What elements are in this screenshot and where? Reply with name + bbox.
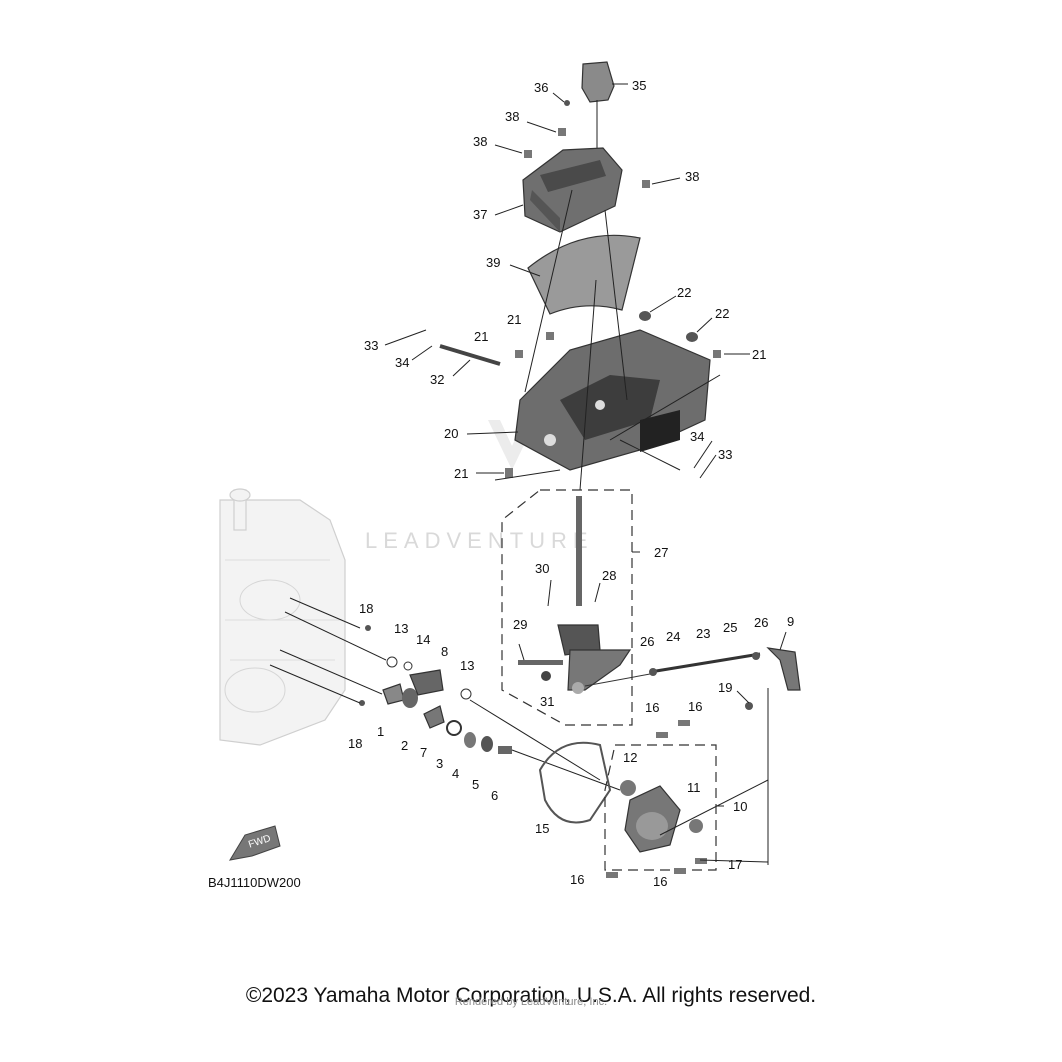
callout-39: 39 — [486, 255, 500, 270]
callout-14: 14 — [416, 632, 430, 647]
callout-27: 27 — [654, 545, 668, 560]
shift-bracket — [514, 329, 711, 471]
callout-3: 3 — [436, 756, 443, 771]
engine-block-ghost — [219, 488, 346, 746]
callout-28: 28 — [602, 568, 616, 583]
callout-21: 21 — [752, 347, 766, 362]
callout-38: 38 — [473, 134, 487, 149]
bumpers-22 — [639, 311, 698, 342]
callout-36: 36 — [534, 80, 548, 95]
callout-16: 16 — [645, 700, 659, 715]
callout-38: 38 — [685, 169, 699, 184]
engine-leaders — [269, 597, 621, 791]
callout-37: 37 — [473, 207, 487, 222]
callout-8: 8 — [441, 644, 448, 659]
screw-36 — [564, 100, 570, 106]
callout-26: 26 — [754, 615, 768, 630]
callout-34: 34 — [395, 355, 409, 370]
callout-7: 7 — [420, 745, 427, 760]
bolts-21 — [505, 332, 721, 478]
fwd-arrow: FWD — [229, 825, 281, 861]
callout-9: 9 — [787, 614, 794, 629]
callout-35: 35 — [632, 78, 646, 93]
callout-6: 6 — [491, 788, 498, 803]
bolts-38 — [524, 128, 650, 188]
rendered-by-notice: Rendered by LeadVenture, Inc. — [454, 996, 608, 1008]
assembly-10-outline — [604, 744, 717, 871]
callout-31: 31 — [540, 694, 554, 709]
assembly-leaders — [494, 189, 721, 491]
callout-11: 11 — [687, 780, 701, 795]
callout-24: 24 — [666, 629, 680, 644]
watermark-text: LEADVENTURE — [365, 528, 594, 553]
callout-26: 26 — [640, 634, 654, 649]
callout-22: 22 — [677, 285, 691, 300]
callout-13: 13 — [460, 658, 474, 673]
right-leaders — [659, 688, 769, 865]
callout-17: 17 — [728, 857, 742, 872]
callout-33: 33 — [718, 447, 732, 462]
callout-1: 1 — [377, 724, 384, 739]
callout-25: 25 — [723, 620, 737, 635]
callout-21: 21 — [474, 329, 488, 344]
callout-29: 29 — [513, 617, 527, 632]
shift-knob — [581, 61, 628, 150]
callout-leaders — [384, 92, 787, 704]
callout-22: 22 — [715, 306, 729, 321]
callout-32: 32 — [430, 372, 444, 387]
callout-21: 21 — [454, 466, 468, 481]
gasket-15 — [538, 741, 612, 824]
shift-lever-cover — [522, 147, 623, 233]
callout-38: 38 — [505, 109, 519, 124]
copyright-notice: ©2023 Yamaha Motor Corporation, U.S.A. A… — [245, 984, 817, 1007]
callout-19: 19 — [718, 680, 732, 695]
diagram-code: B4J1110DW200 — [208, 875, 301, 890]
callout-12: 12 — [623, 750, 637, 765]
callout-33: 33 — [364, 338, 378, 353]
callout-2: 2 — [401, 738, 408, 753]
callout-16: 16 — [688, 699, 702, 714]
callout-16: 16 — [653, 874, 667, 889]
callout-30: 30 — [535, 561, 549, 576]
shift-shaft-parts — [359, 625, 512, 754]
callout-13: 13 — [394, 621, 408, 636]
shift-rod-23 — [584, 647, 801, 710]
callout-4: 4 — [452, 766, 459, 781]
callout-15: 15 — [535, 821, 549, 836]
callout-34: 34 — [690, 429, 704, 444]
callout-20: 20 — [444, 426, 458, 441]
callout-18: 18 — [359, 601, 373, 616]
callout-23: 23 — [696, 626, 710, 641]
callout-16: 16 — [570, 872, 584, 887]
shaft-32 — [439, 344, 501, 366]
callout-18: 18 — [348, 736, 362, 751]
callouts: 35 36 38 38 38 37 39 22 22 21 21 21 21 3… — [348, 78, 794, 889]
housing-10 — [606, 720, 707, 878]
shift-lever-assembly — [518, 496, 632, 694]
callout-21: 21 — [507, 312, 521, 327]
assembly-27-outline — [501, 489, 633, 726]
callout-10: 10 — [733, 799, 747, 814]
callout-5: 5 — [472, 777, 479, 792]
shift-cover-pad — [527, 234, 641, 315]
